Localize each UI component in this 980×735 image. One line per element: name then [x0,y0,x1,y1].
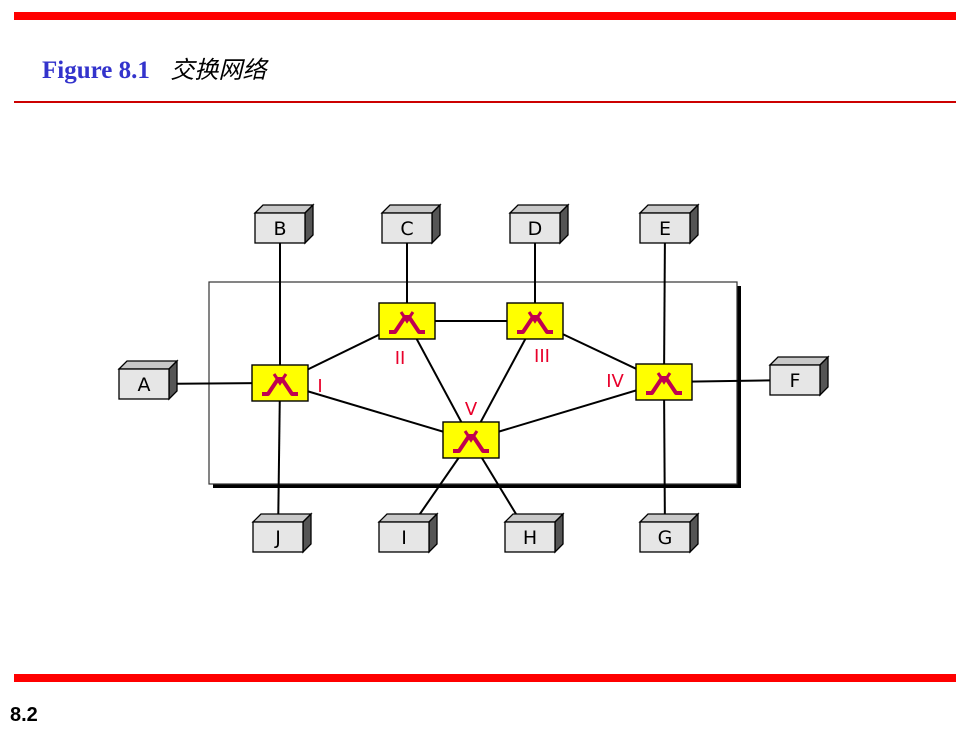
slide-number: 8.2 [10,704,38,726]
station-i: I [377,512,439,554]
station-label: E [659,218,671,240]
station-h: H [503,512,565,554]
switch-label: II [395,348,406,369]
figure-number: Figure 8.1 [42,57,150,84]
switch-label: V [465,399,478,420]
station-label: A [138,374,151,396]
station-label: I [401,527,407,549]
station-a: A [117,359,179,401]
station-label: H [523,527,537,549]
station-d: D [508,203,570,245]
link-E-IV [663,227,666,383]
link-G-IV [663,381,666,538]
figure-title: 交换网络 [170,56,267,84]
switch-v: V [442,399,500,459]
link-III-V [470,320,536,441]
station-label: G [658,527,673,549]
link-I-V [279,382,472,441]
station-c: C [380,203,442,245]
switch-label: IV [606,371,624,392]
station-e: E [638,203,700,245]
station-b: B [253,203,315,245]
station-label: C [400,218,413,240]
link-II-V [406,320,472,441]
bottom-accent-bar [14,674,956,682]
station-f: F [768,355,830,397]
switch-i: I [251,364,323,402]
link-IV-V [470,381,665,441]
switch-ii: II [378,302,436,369]
station-g: G [638,512,700,554]
station-label: B [273,218,286,240]
station-label: D [528,218,543,240]
switch-label: I [317,376,322,397]
switch-label: III [534,346,550,367]
switch-iii: III [506,302,564,367]
station-label: F [790,370,801,392]
station-label: J [274,527,281,549]
link-J-I [277,382,281,538]
top-accent-bar [14,12,956,20]
figure-title-row: Figure 8.1 交换网络 [42,50,266,90]
switch-iv: IV [606,363,693,401]
stations-layer: A B C D E F G H I J [117,203,830,554]
title-divider [14,101,956,103]
station-j: J [251,512,313,554]
